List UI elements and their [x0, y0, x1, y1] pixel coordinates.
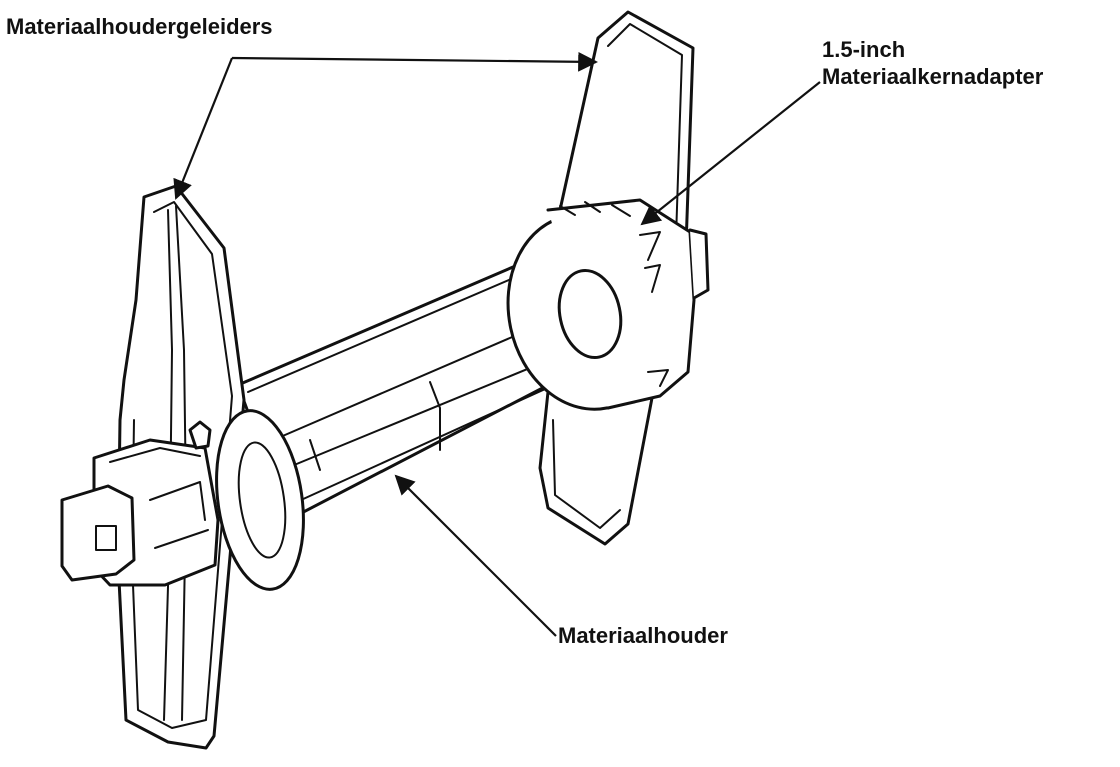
adapter-arrow — [640, 81, 821, 226]
label-media-holder: Materiaalhouder — [558, 623, 728, 648]
guides-arrow-front — [173, 57, 234, 200]
label-core-adapter: 1.5-inch Materiaalkernadapter — [822, 36, 1043, 90]
core-adapter — [506, 198, 710, 411]
end-knob — [60, 420, 220, 587]
label-media-guides: Materiaalhoudergeleiders — [6, 14, 273, 39]
front-hub — [215, 409, 305, 591]
holder-arrow — [394, 474, 557, 637]
label-core-adapter-line2: Materiaalkernadapter — [822, 64, 1044, 89]
callout-arrows — [173, 51, 821, 637]
label-core-adapter-line1: 1.5-inch — [822, 37, 906, 62]
guides-arrow-rear — [231, 51, 598, 72]
